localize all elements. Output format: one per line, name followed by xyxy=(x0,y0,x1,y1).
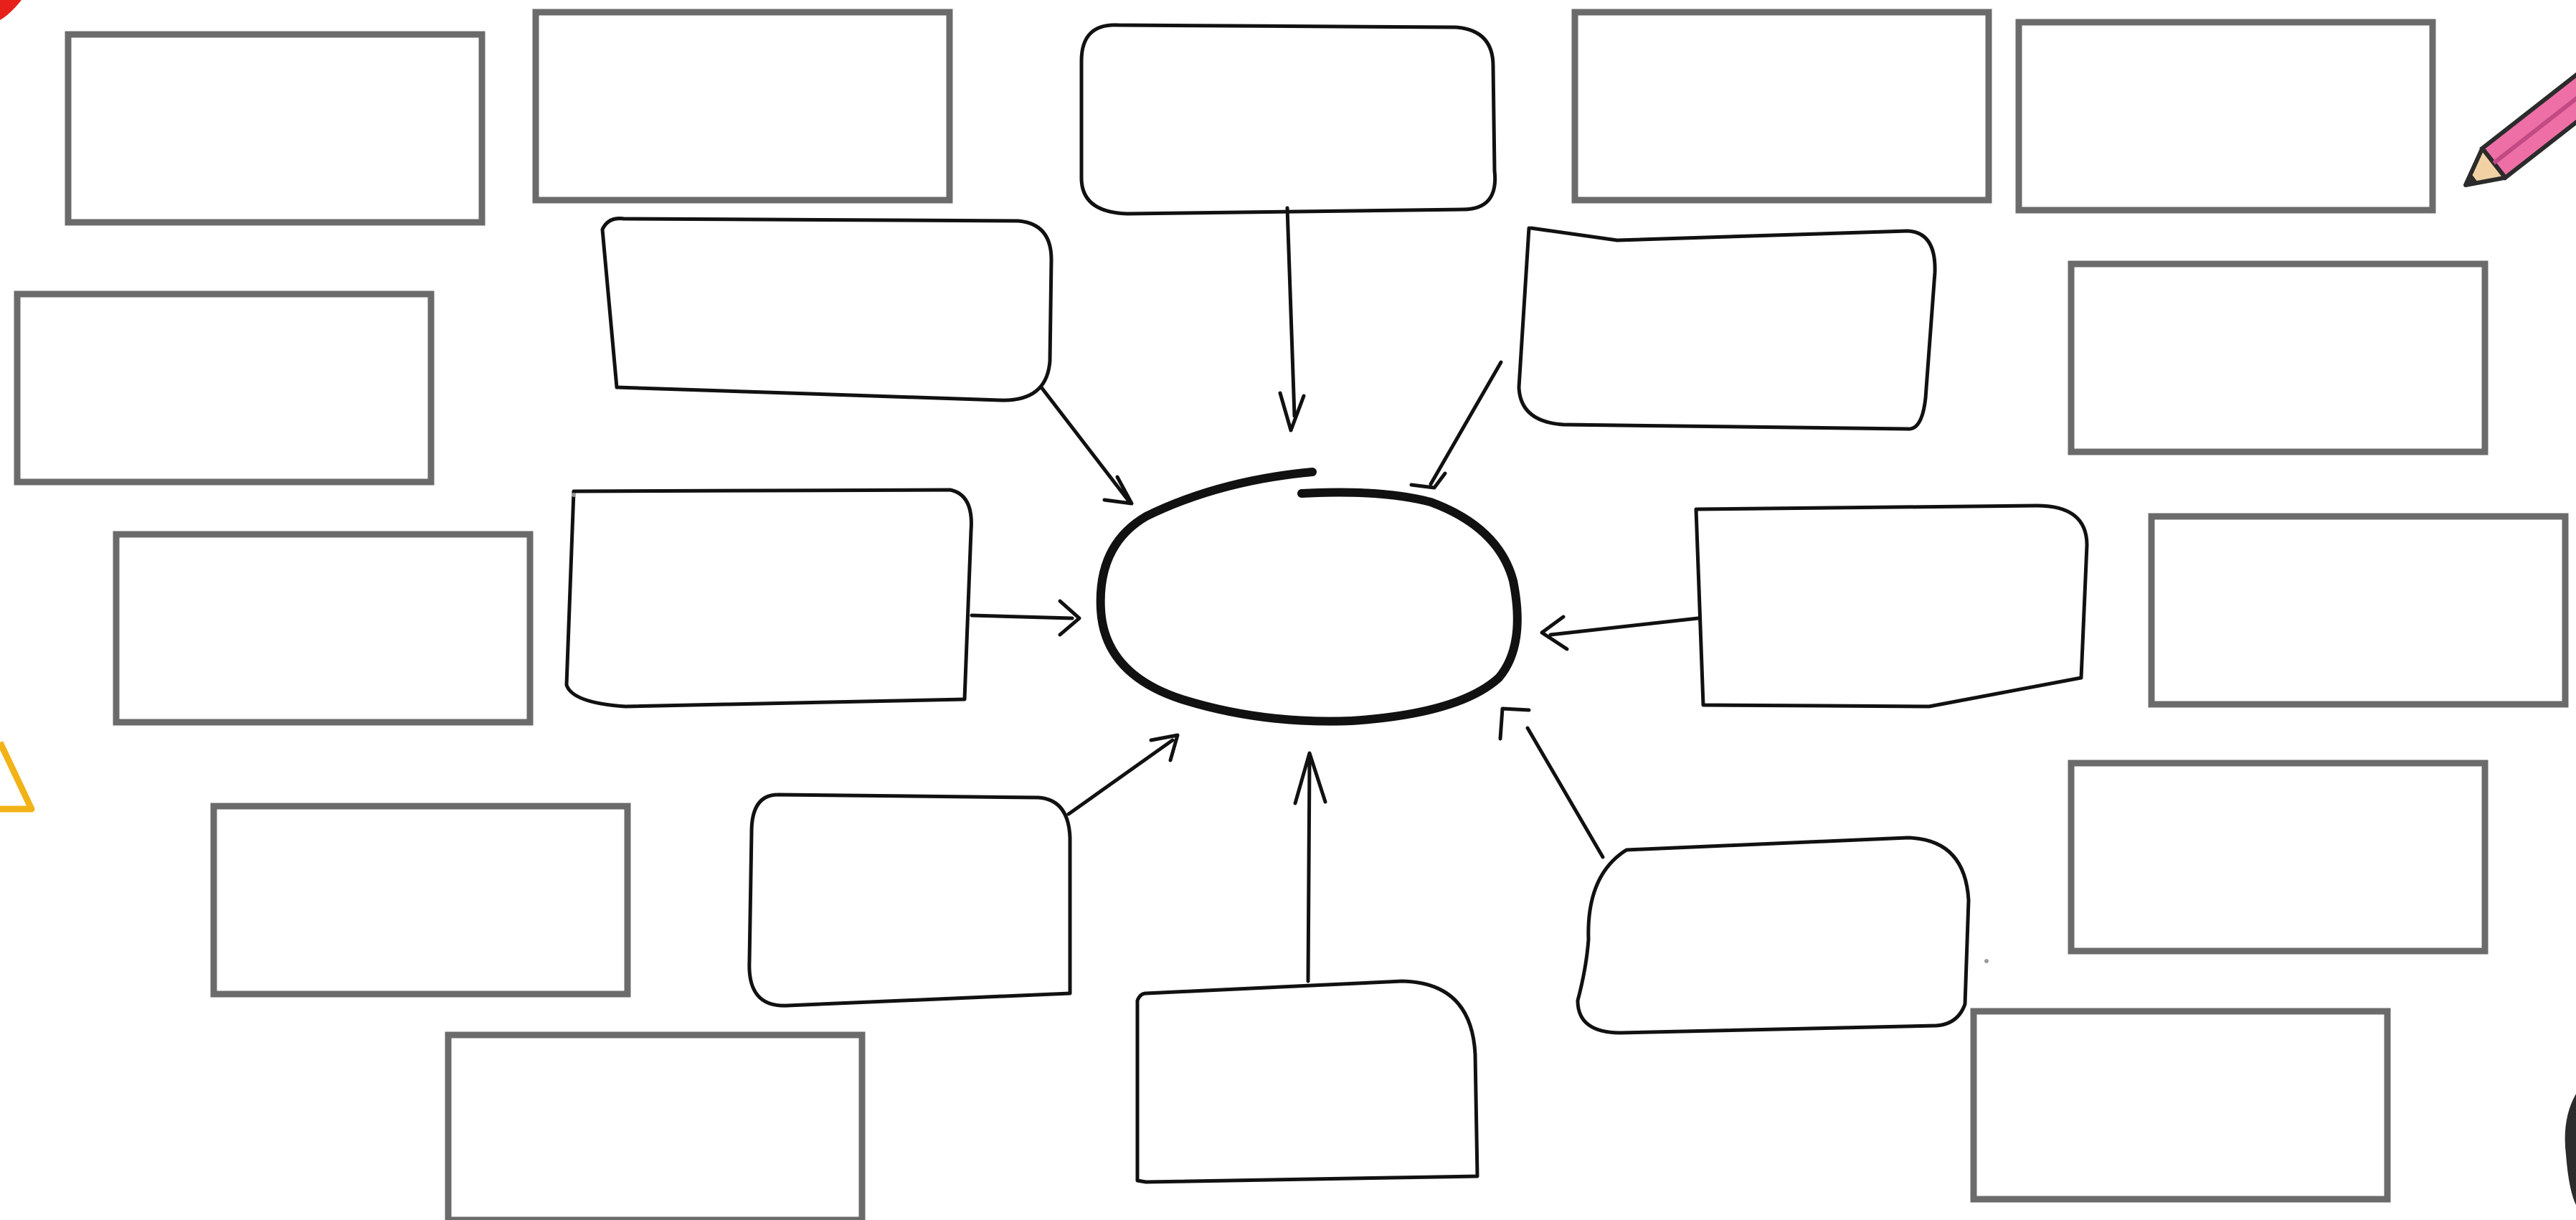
arrow-from-lower-right xyxy=(1498,706,1605,859)
arrow-from-left xyxy=(970,599,1081,637)
center-node[interactable] xyxy=(1096,468,1522,726)
answer-box[interactable] xyxy=(1571,9,1992,204)
sketch-box-lower-right[interactable] xyxy=(1576,836,1971,1035)
arrow-from-lower-left xyxy=(1066,733,1180,816)
answer-box[interactable] xyxy=(65,31,486,226)
answer-box[interactable] xyxy=(2015,19,2436,214)
answer-boxes xyxy=(14,9,2569,1220)
answer-box[interactable] xyxy=(532,9,953,204)
answer-box[interactable] xyxy=(210,803,631,998)
corner-dark-shape-icon xyxy=(2565,1094,2576,1205)
sketch-box-bottom[interactable] xyxy=(1135,979,1479,1184)
arrow-from-upper-left xyxy=(1039,385,1134,506)
answer-box[interactable] xyxy=(113,531,534,726)
answer-box[interactable] xyxy=(2068,260,2489,455)
answer-box[interactable] xyxy=(445,1031,866,1220)
sketch-boxes xyxy=(564,23,2089,1184)
sketch-box-upper-left[interactable] xyxy=(600,217,1053,402)
faint-marks xyxy=(572,493,1989,963)
corner-red-shape-icon xyxy=(0,0,22,20)
arrow-from-right xyxy=(1540,615,1700,651)
center-oval xyxy=(1096,468,1522,726)
connector-arrows xyxy=(970,206,1700,983)
pencil-icon xyxy=(2463,57,2576,187)
answer-box[interactable] xyxy=(2148,513,2569,708)
sketch-box-top[interactable] xyxy=(1079,23,1497,216)
sketch-box-right[interactable] xyxy=(1694,503,2089,709)
answer-box[interactable] xyxy=(1970,1008,2391,1203)
arrow-from-bottom xyxy=(1293,751,1327,983)
warning-triangle-icon xyxy=(0,741,35,813)
answer-box[interactable] xyxy=(2068,760,2489,955)
arrow-from-top xyxy=(1278,206,1306,432)
answer-box[interactable] xyxy=(14,290,435,486)
arrow-from-upper-right xyxy=(1409,360,1503,490)
sketch-box-left[interactable] xyxy=(564,488,973,709)
sketch-box-upper-right[interactable] xyxy=(1517,226,1937,431)
sketch-box-lower-left[interactable] xyxy=(747,793,1072,1008)
